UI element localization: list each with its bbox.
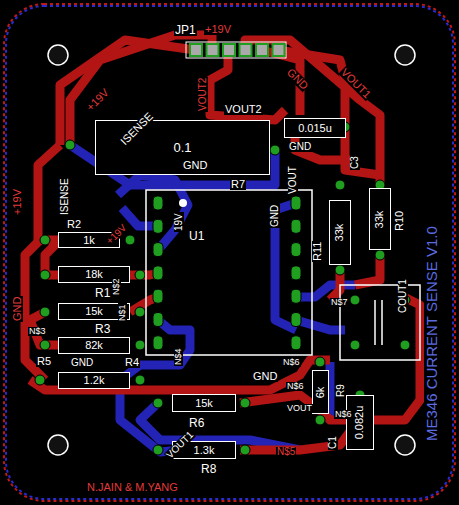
silkscreen-label: R10 xyxy=(394,210,405,232)
silkscreen-label: N$6 xyxy=(334,410,353,419)
silkscreen-label: R1 xyxy=(94,287,111,299)
silkscreen-label: C1 xyxy=(328,435,338,450)
board-outline xyxy=(4,4,455,501)
part-value: 6k xyxy=(315,386,326,398)
part-value: 0.1 xyxy=(173,141,191,154)
part-value: 1k xyxy=(83,235,95,246)
silkscreen-label: N$2 xyxy=(112,277,121,296)
silkscreen-label: N$5 xyxy=(276,447,296,457)
silkscreen-label: N$7 xyxy=(330,298,349,307)
silkscreen-label: VOUT2 xyxy=(198,77,208,112)
silkscreen-label: C3 xyxy=(350,155,360,170)
silkscreen-label: R8 xyxy=(200,463,217,475)
silkscreen-label: GND xyxy=(288,142,312,152)
part-value: 82k xyxy=(85,340,103,351)
silkscreen-label: N$1 xyxy=(118,303,127,322)
part-body: 33k xyxy=(329,200,351,265)
silkscreen-label: R3 xyxy=(94,323,111,335)
part-body: 82k xyxy=(58,337,130,354)
part-value: 18k xyxy=(85,269,103,280)
silkscreen-label: JP1 xyxy=(174,24,197,36)
silkscreen-label: N$6 xyxy=(282,358,301,367)
silkscreen-label: U1 xyxy=(188,230,205,242)
part-value: 33k xyxy=(335,224,346,242)
capacitor-outlines xyxy=(158,135,420,360)
silkscreen-label: ISENSE xyxy=(60,177,70,216)
dip-footprint xyxy=(146,190,312,355)
part-body: 1.2k xyxy=(58,372,130,389)
silkscreen-label: R7 xyxy=(230,179,246,190)
silkscreen-label: R5 xyxy=(36,356,52,367)
silkscreen-label: GND xyxy=(70,358,94,368)
silkscreen-label: R11 xyxy=(312,241,323,262)
part-value: 1.2k xyxy=(84,375,105,386)
header-jp1 xyxy=(186,42,286,58)
silkscreen-label: GND xyxy=(182,160,208,171)
part-body: 0.015u xyxy=(284,118,346,138)
silkscreen-label: ME346 CURRENT SENSE V1.0 xyxy=(424,225,439,442)
silkscreen-label: GND xyxy=(252,371,278,382)
part-body: 33k xyxy=(369,188,391,250)
part-body: 0.082u xyxy=(346,395,374,450)
board-outline xyxy=(6,6,453,499)
part-body: 6k xyxy=(312,370,329,414)
silkscreen-label: R6 xyxy=(188,417,205,429)
bottom-traces xyxy=(70,145,355,452)
silkscreen-label: R4 xyxy=(124,357,140,368)
silkscreen-label: R9 xyxy=(336,383,346,398)
part-body: 15k xyxy=(172,394,236,412)
part-value: 0.082u xyxy=(355,406,366,440)
silkscreen-label: +19V xyxy=(204,24,232,35)
silkscreen-label: R2 xyxy=(66,219,82,230)
silkscreen-label: +19V xyxy=(12,188,23,216)
silkscreen-label: N$3 xyxy=(28,327,47,336)
silkscreen-label: N$6 xyxy=(286,382,305,391)
part-value: 33k xyxy=(375,210,386,228)
silkscreen-label: VOUT xyxy=(288,165,298,195)
part-value: 15k xyxy=(195,398,213,409)
silkscreen-label: VOUT xyxy=(286,404,313,413)
part-value: 1.3k xyxy=(194,445,215,456)
silkscreen-label: COUT1 xyxy=(398,278,408,314)
silkscreen-label: 19V xyxy=(174,212,184,232)
silkscreen-label: N.JAIN & M.YANG xyxy=(86,482,179,493)
part-value: 15k xyxy=(85,306,103,317)
silkscreen-label: N$4 xyxy=(174,347,183,366)
top-traces xyxy=(25,35,420,450)
part-value: 0.015u xyxy=(298,123,332,134)
silkscreen-label: VOUT2 xyxy=(224,104,263,115)
silkscreen-label: GND xyxy=(12,296,23,322)
silkscreen-label: GND xyxy=(270,204,280,228)
